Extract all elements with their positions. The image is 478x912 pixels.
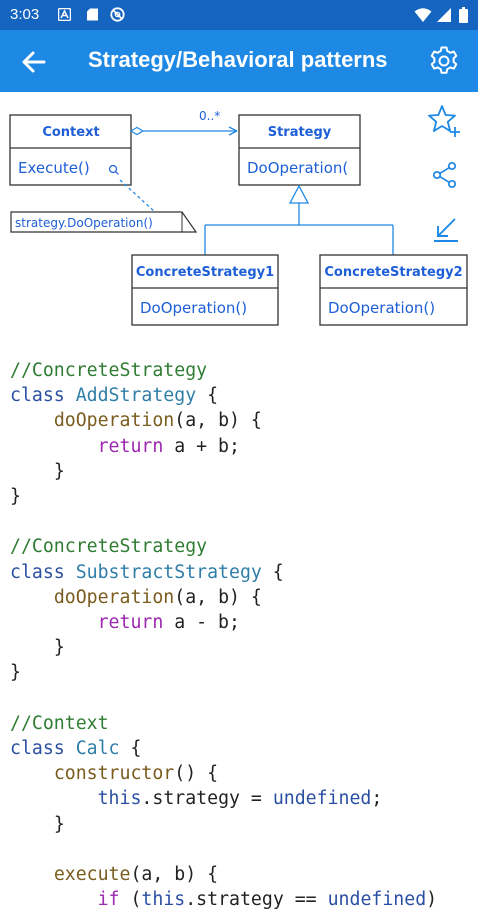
code-function: execute	[53, 864, 131, 886]
app-bar: Strategy/Behavioral patterns	[0, 30, 478, 92]
concrete1-class-name: ConcreteStrategy1	[136, 265, 274, 280]
code-function: doOperation	[53, 410, 175, 432]
star-add-icon[interactable]	[426, 103, 462, 139]
code-text: a + b;	[163, 435, 240, 457]
code-comment: //ConcreteStrategy	[10, 536, 208, 558]
code-comment: //Context	[10, 712, 109, 734]
context-class: Context Execute()	[9, 114, 132, 186]
context-class-name: Context	[42, 125, 99, 140]
code-text: (a, b) {	[174, 586, 262, 608]
uml-diagram: Context Execute() 0..* Strategy DoOperat…	[9, 109, 468, 326]
signal-icon	[437, 8, 451, 22]
note-text: strategy.DoOperation()	[15, 216, 153, 230]
code-class-name: AddStrategy	[75, 385, 197, 407]
status-bar: 3:03	[0, 0, 478, 30]
concrete-strategy2-class: ConcreteStrategy2 DoOperation()	[319, 254, 468, 326]
aggregation-connector: 0..*	[129, 109, 238, 136]
code-keyword: undefined	[272, 788, 372, 810]
code-text: }	[53, 460, 65, 482]
code-text: ;	[371, 788, 383, 810]
context-method: Execute()	[18, 159, 90, 177]
code-text: (a, b) {	[174, 410, 262, 432]
share-icon[interactable]	[430, 160, 460, 190]
code-comment: //ConcreteStrategy	[10, 360, 208, 381]
concrete-strategy1-class: ConcreteStrategy1 DoOperation()	[131, 254, 279, 326]
code-text: (a, b) {	[130, 864, 219, 886]
strategy-class: Strategy DoOperation(	[238, 114, 361, 186]
search-icon	[108, 164, 119, 175]
code-text: {	[119, 738, 142, 760]
collapse-icon[interactable]	[432, 216, 460, 244]
wifi-icon	[414, 8, 432, 22]
multiplicity-label: 0..*	[199, 109, 220, 123]
code-keyword: class	[10, 561, 76, 583]
code-function: constructor	[53, 763, 175, 785]
code-function: doOperation	[53, 586, 175, 608]
note-box: strategy.DoOperation()	[10, 179, 198, 233]
code-text: {	[261, 561, 284, 583]
code-keyword: return	[97, 435, 164, 457]
code-text: () {	[174, 763, 219, 785]
strategy-method: DoOperation(	[247, 159, 348, 177]
concrete1-method: DoOperation()	[140, 299, 247, 317]
code-text: {	[196, 385, 219, 407]
code-class-name: SubstractStrategy	[75, 561, 262, 583]
code-keyword: return	[97, 612, 164, 634]
no-disturb-icon	[110, 7, 125, 22]
code-keyword: class	[10, 738, 76, 760]
code-text: }	[53, 637, 65, 659]
status-time: 3:03	[10, 6, 40, 23]
sd-card-icon	[87, 8, 98, 21]
code-keyword: this	[97, 788, 142, 810]
strategy-class-name: Strategy	[268, 125, 332, 140]
concrete2-method: DoOperation()	[328, 299, 435, 317]
inheritance-connector	[204, 184, 394, 255]
code-keyword: class	[10, 385, 76, 407]
code-text: }	[10, 662, 21, 684]
code-text: a - b;	[163, 612, 240, 634]
code-block: //ConcreteStrategy class AddStrategy { d…	[10, 358, 437, 912]
concrete2-class-name: ConcreteStrategy2	[324, 265, 462, 280]
code-text: }	[53, 813, 65, 835]
gear-icon[interactable]	[428, 45, 460, 77]
battery-icon	[459, 7, 468, 23]
notification-a-icon	[58, 8, 71, 21]
page-title: Strategy/Behavioral patterns	[88, 47, 388, 72]
code-text: .strategy =	[141, 788, 273, 810]
arrow-left-icon[interactable]	[20, 48, 48, 76]
code-text: }	[10, 486, 21, 508]
code-class-name: Calc	[75, 738, 120, 760]
